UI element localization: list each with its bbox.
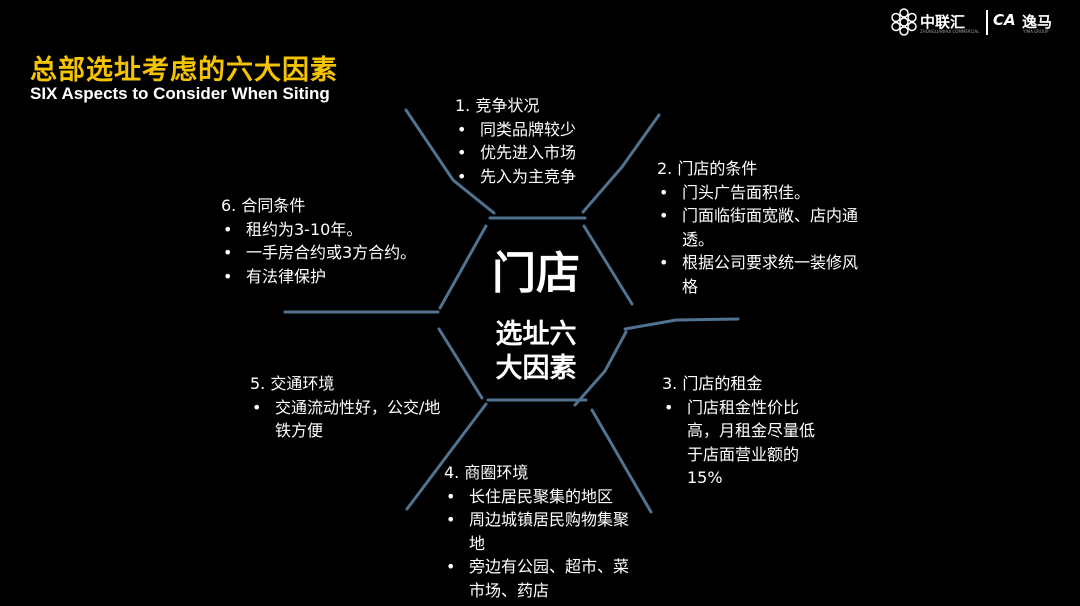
factor-bullet: 一手房合约或3方合约。 xyxy=(221,241,416,265)
brand-name-yima: 逸马 xyxy=(1022,13,1053,31)
factor-bullet: 根据公司要求统一装修风格 xyxy=(657,251,872,298)
logo: 中联汇 ZHONGLIANHUI COMMERCIAL CA 逸马 YIMA G… xyxy=(890,8,1065,38)
page-subtitle: SIX Aspects to Consider When Siting xyxy=(30,84,330,103)
factor-bullet: 门店租金性价比高，月租金尽量低于店面营业额的15% xyxy=(662,396,822,490)
factor-bullet: 门头广告面积佳。 xyxy=(657,181,872,205)
center-title: 门店 xyxy=(492,248,580,299)
center-subtitle-line: 大因素 xyxy=(495,353,577,384)
factor-heading: 2. 门店的条件 xyxy=(657,159,758,178)
center-subtitle: 选址六 大因素 xyxy=(486,318,586,386)
factor-business-district: 4. 商圈环境 长住居民聚集的地区 周边城镇居民购物集聚地 旁边有公园、超市、菜… xyxy=(444,461,644,602)
factor-rent: 3. 门店的租金 门店租金性价比高，月租金尽量低于店面营业额的15% xyxy=(662,372,822,490)
zhonglianhui-logo-icon xyxy=(891,8,917,36)
brand-subtitle-zhonglianhui: ZHONGLIANHUI COMMERCIAL xyxy=(920,29,980,34)
connector-line xyxy=(437,327,484,400)
factor-bullet: 门面临街面宽敞、店内通透。 xyxy=(657,204,872,251)
connector-line xyxy=(623,317,740,331)
factor-heading: 4. 商圈环境 xyxy=(444,463,529,482)
connector-line xyxy=(438,224,488,310)
factor-bullet: 周边城镇居民购物集聚地 xyxy=(444,508,644,555)
factor-bullet: 先入为主竞争 xyxy=(455,165,576,189)
connector-line xyxy=(405,402,488,511)
factor-contract: 6. 合同条件 租约为3-10年。 一手房合约或3方合约。 有法律保护 xyxy=(221,194,416,288)
brand-subtitle-yima: YIMA GROUP xyxy=(1023,29,1049,34)
connector-line xyxy=(581,113,661,214)
connector-line xyxy=(404,108,496,215)
connector-line xyxy=(573,330,628,407)
center-subtitle-line: 选址六 xyxy=(495,319,577,350)
factor-heading: 6. 合同条件 xyxy=(221,196,306,215)
factor-bullet: 有法律保护 xyxy=(221,265,416,289)
yima-logo-mark: CA xyxy=(993,11,1016,29)
factor-transportation: 5. 交通环境 交通流动性好，公交/地铁方便 xyxy=(250,372,455,443)
factor-heading: 3. 门店的租金 xyxy=(662,374,763,393)
factor-bullet: 旁边有公园、超市、菜市场、药店 xyxy=(444,555,644,602)
factor-heading: 5. 交通环境 xyxy=(250,374,335,393)
factor-bullet: 同类品牌较少 xyxy=(455,118,576,142)
factor-competition: 1. 竞争状况 同类品牌较少 优先进入市场 先入为主竞争 xyxy=(455,94,576,188)
factor-store-conditions: 2. 门店的条件 门头广告面积佳。 门面临街面宽敞、店内通透。 根据公司要求统一… xyxy=(657,157,872,298)
brand-name-zhonglianhui: 中联汇 xyxy=(920,13,966,31)
factor-bullet: 长住居民聚集的地区 xyxy=(444,485,644,509)
page-title: 总部选址考虑的六大因素 xyxy=(30,55,338,86)
connector-line xyxy=(582,224,634,306)
factor-bullet: 交通流动性好，公交/地铁方便 xyxy=(250,396,455,443)
factor-bullet: 优先进入市场 xyxy=(455,141,576,165)
factor-heading: 1. 竞争状况 xyxy=(455,96,540,115)
factor-bullet: 租约为3-10年。 xyxy=(221,218,416,242)
logo-divider xyxy=(986,10,988,35)
